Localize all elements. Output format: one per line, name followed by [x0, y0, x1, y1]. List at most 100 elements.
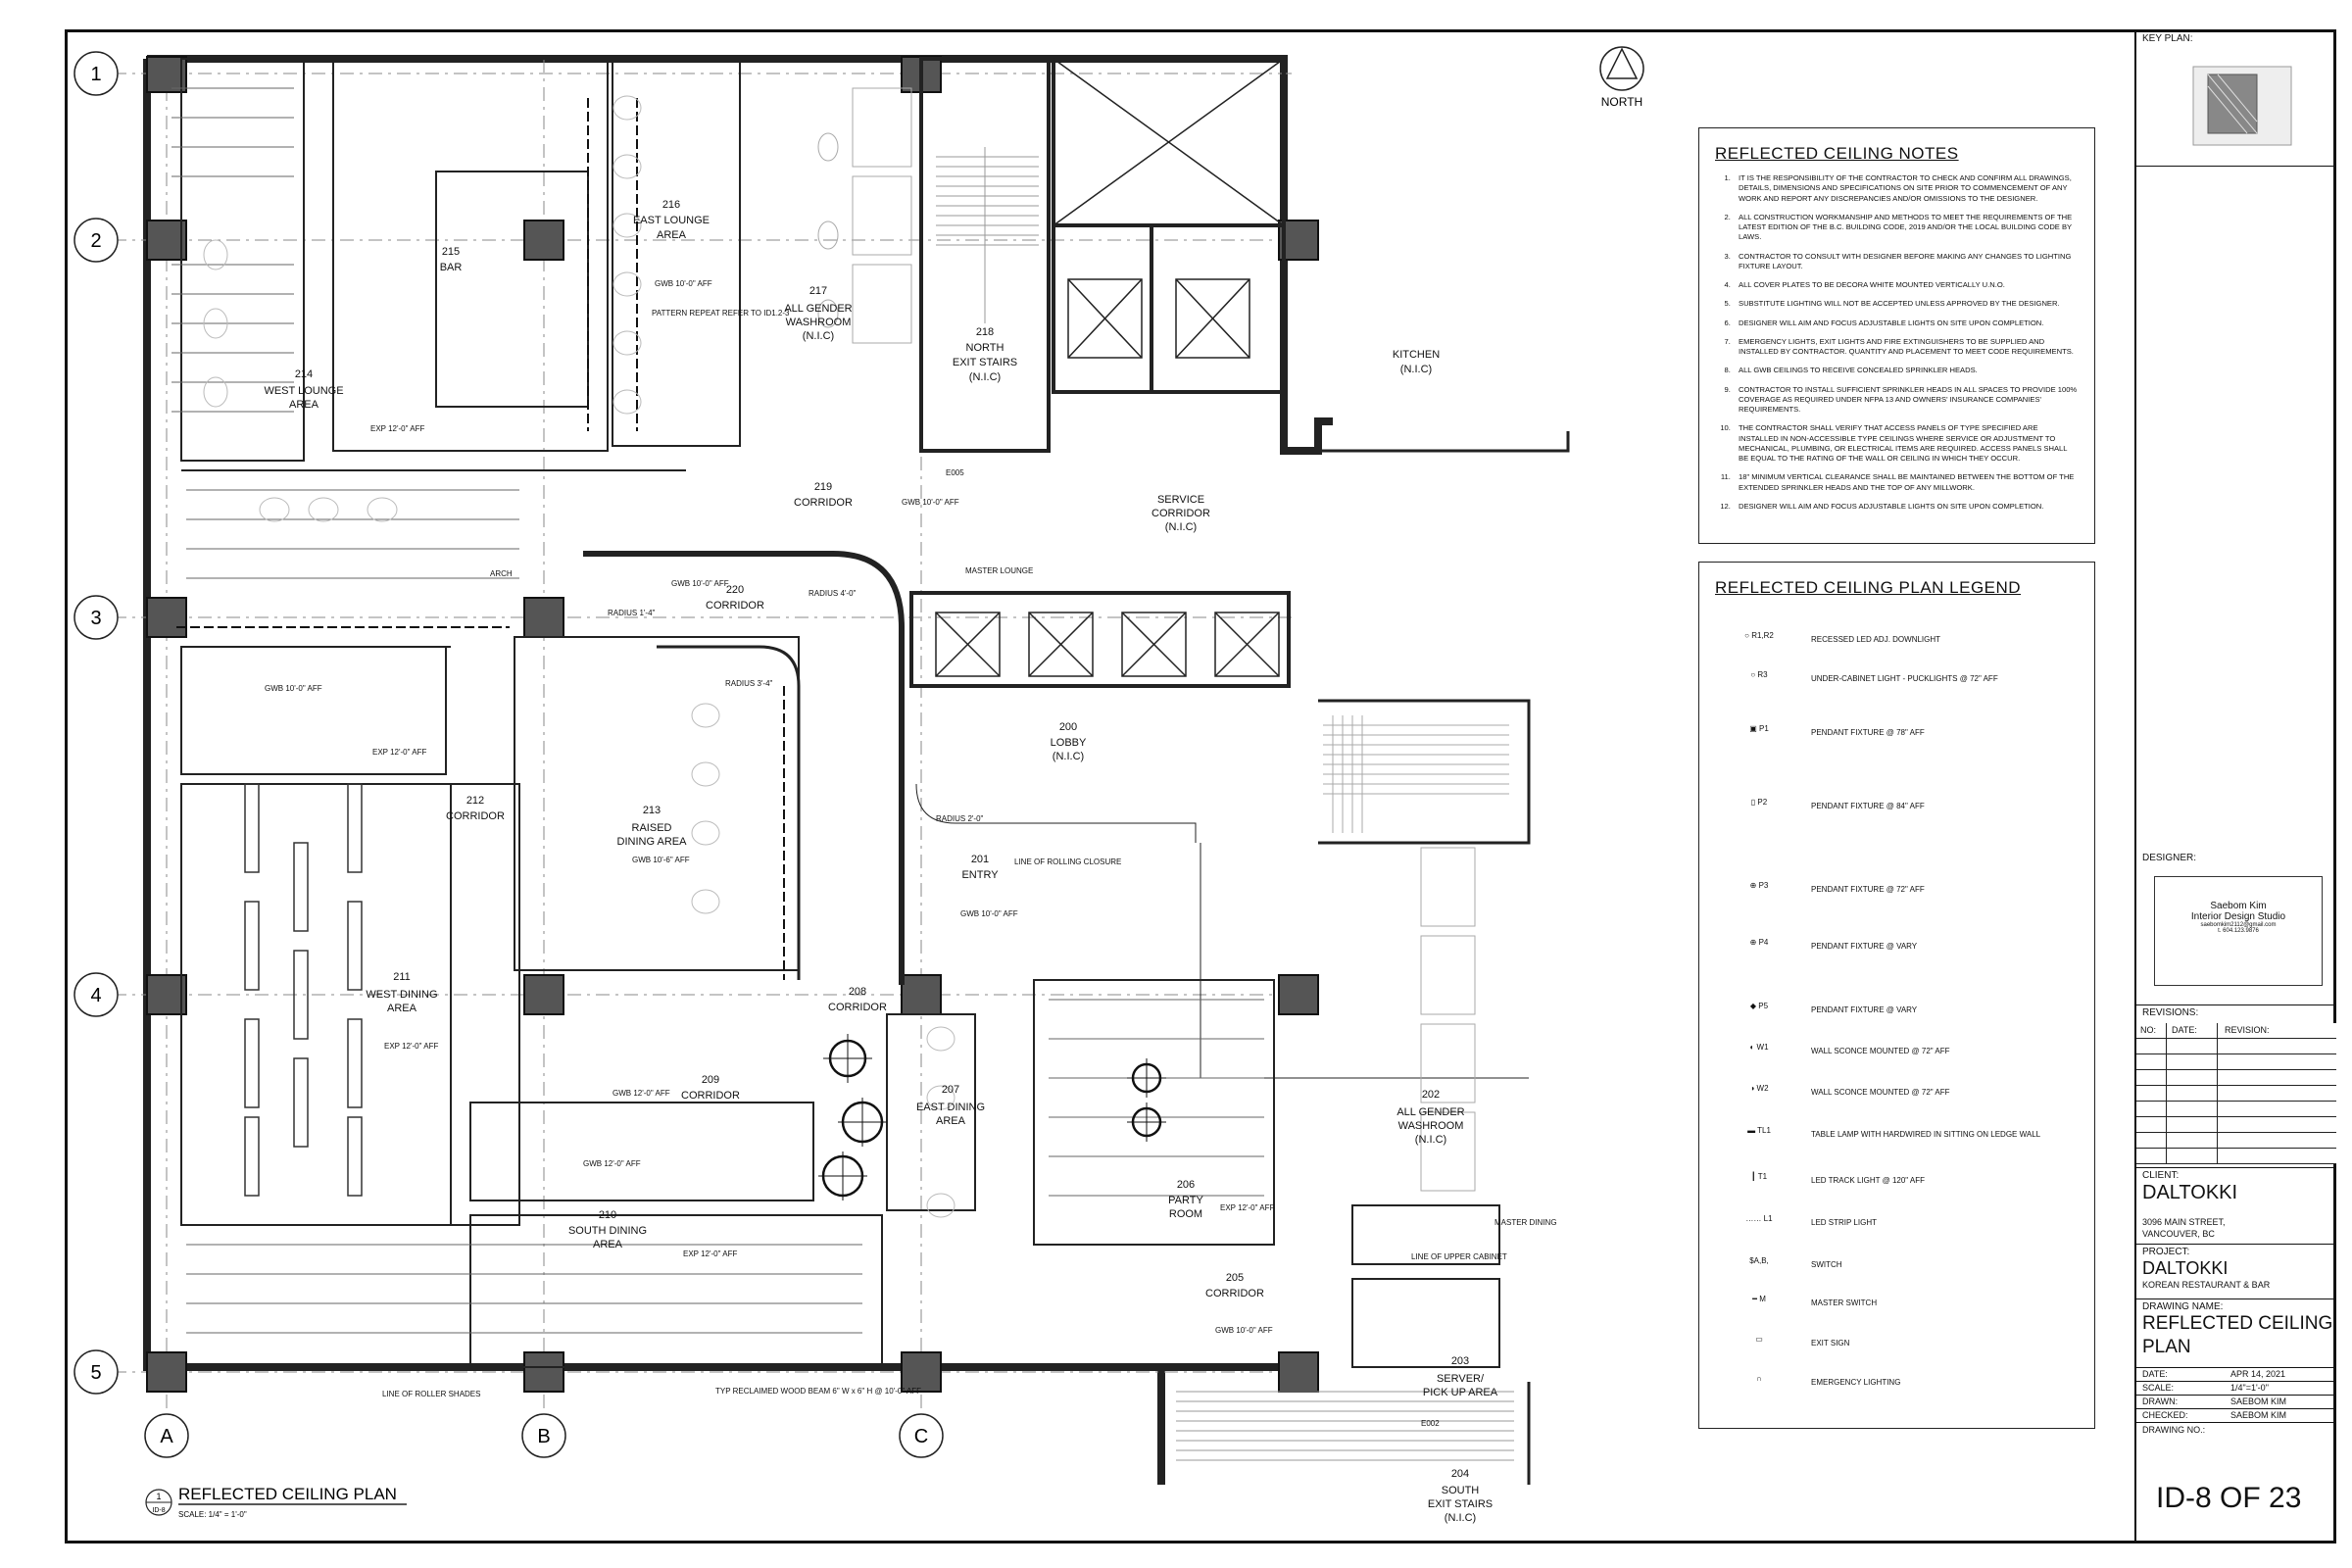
legend-row-emergency: ∩EMERGENCY LIGHTING: [1719, 1374, 2084, 1394]
designer-studio: Interior Design Studio: [2190, 911, 2286, 922]
drawing-number-section: DRAWING NO.: ID-8 OF 23: [2136, 1423, 2336, 1541]
rev-col-no: NO:: [2140, 1025, 2157, 1035]
key-plan-diagram: [2192, 66, 2292, 146]
track-light-icon: ┃ T1: [1750, 1172, 1768, 1181]
room-215-num: 215: [442, 246, 460, 258]
emergency-light-icon: ∩: [1756, 1374, 1762, 1383]
drawn-value: SAEBOM KIM: [2230, 1396, 2287, 1406]
grid-col-c: C: [914, 1426, 928, 1447]
pendant-p2-icon: ▯ P2: [1750, 798, 1768, 807]
label-gwb-213: GWB 10'-6" AFF: [632, 856, 690, 864]
label-pattern-repeat: PATTERN REPEAT REFER TO ID1.2-3: [652, 309, 790, 318]
room-218-name: NORTH: [966, 342, 1004, 354]
project-section: PROJECT: DALTOKKI KOREAN RESTAURANT & BA…: [2136, 1245, 2336, 1299]
designer-section: DESIGNER: Saebom Kim Interior Design Stu…: [2136, 849, 2336, 1005]
room-207-name2: AREA: [936, 1115, 966, 1127]
label-arch: ARCH: [490, 569, 513, 578]
north-label: NORTH: [1601, 95, 1642, 109]
plan-ref-sheet: ID-8: [152, 1507, 165, 1514]
revisions-section: REVISIONS: NO: DATE: REVISION:: [2136, 1005, 2336, 1168]
room-207-num: 207: [942, 1084, 959, 1096]
label-master-lounge: MASTER LOUNGE: [965, 566, 1033, 575]
room-202-name2: WASHROOM: [1398, 1120, 1464, 1132]
project-subtitle: KOREAN RESTAURANT & BAR: [2142, 1280, 2271, 1290]
room-212-num: 212: [466, 795, 484, 807]
rev-col-revision: REVISION:: [2225, 1025, 2270, 1035]
scale-row: SCALE: 1/4"=1'-0": [2136, 1382, 2336, 1396]
note-4: ALL COVER PLATES TO BE DECORA WHITE MOUN…: [1733, 280, 2079, 290]
room-213-name2: DINING AREA: [617, 836, 688, 848]
room-205-num: 205: [1226, 1272, 1244, 1284]
wall-sconce-w2-icon: ◑ W2: [1749, 1084, 1769, 1093]
drawing-name-label: DRAWING NAME:: [2142, 1301, 2224, 1312]
led-strip-lines: [176, 98, 785, 980]
lobby-radius-line: [915, 783, 1197, 843]
pendant-p3-icon: ⊕ P3: [1749, 881, 1769, 890]
drawing-name-line2: PLAN: [2142, 1337, 2191, 1357]
room-216-name2: AREA: [657, 229, 687, 241]
room-216-num: 216: [662, 199, 680, 211]
grid-bubble-labels: 1 2 3 4 5 A B C: [90, 64, 928, 1447]
room-217-name: ALL GENDER: [784, 303, 852, 315]
note-3: CONTRACTOR TO CONSULT WITH DESIGNER BEFO…: [1733, 252, 2079, 272]
key-plan-section: KEY PLAN:: [2136, 29, 2336, 167]
note-6: DESIGNER WILL AIM AND FOCUS ADJUSTABLE L…: [1733, 318, 2079, 328]
label-gwb-bar: GWB 10'-0" AFF: [655, 279, 712, 288]
key-plan-label: KEY PLAN:: [2142, 33, 2193, 44]
label-exp-west: EXP 12'-0" AFF: [372, 748, 426, 757]
master-switch-icon: ━ M: [1752, 1295, 1766, 1303]
label-exp-214: EXP 12'-0" AFF: [370, 424, 424, 433]
lobby-elevators: [909, 591, 1291, 688]
label-gwb-west: GWB 10'-0" AFF: [265, 684, 322, 693]
designer-name: Saebom Kim: [2210, 901, 2267, 911]
room-210-name: SOUTH DINING: [568, 1225, 647, 1237]
designer-stamp: Saebom Kim Interior Design Studio saebom…: [2154, 876, 2323, 986]
room-211-num: 211: [393, 971, 411, 983]
drawing-sheet-border: [65, 29, 2336, 1544]
plan-annotations: ARCH RADIUS 1'-4" RADIUS 4'-0" RADIUS 3'…: [265, 279, 1557, 1428]
room-218-name2: EXIT STAIRS: [953, 357, 1017, 368]
drawing-name-line1: REFLECTED CEILING: [2142, 1313, 2333, 1334]
room-212-name: CORRIDOR: [446, 810, 505, 822]
grid-row-4: 4: [90, 985, 101, 1006]
room-204-name3: (N.I.C): [1445, 1512, 1476, 1524]
room-219-name: CORRIDOR: [794, 497, 853, 509]
label-exp-210: EXP 12'-0" AFF: [683, 1250, 737, 1258]
room-200-name: LOBBY: [1051, 737, 1087, 749]
note-9: CONTRACTOR TO INSTALL SUFFICIENT SPRINKL…: [1733, 385, 2079, 416]
room-service-name2: CORRIDOR: [1152, 508, 1210, 519]
checked-row: CHECKED: SAEBOM KIM: [2136, 1409, 2336, 1423]
grid-bubbles: [74, 51, 944, 1458]
plan-ref-num: 1: [156, 1492, 161, 1501]
legend-row-exit-sign: ▭EXIT SIGN: [1719, 1335, 2084, 1354]
room-203-num: 203: [1451, 1355, 1469, 1367]
room-203-name2: PICK UP AREA: [1423, 1387, 1498, 1398]
room-200-num: 200: [1059, 721, 1077, 733]
label-exp-211: EXP 12'-0" AFF: [384, 1042, 438, 1051]
project-label: PROJECT:: [2142, 1247, 2190, 1257]
grid-row-5: 5: [90, 1362, 101, 1384]
room-217-num: 217: [809, 285, 827, 297]
designer-email: saebomkim2112@gmail.com: [2200, 922, 2277, 928]
label-roller-shades: LINE OF ROLLER SHADES: [382, 1390, 480, 1398]
room-208-name: CORRIDOR: [828, 1002, 887, 1013]
raised-dining-curve: [657, 645, 801, 980]
note-2: ALL CONSTRUCTION WORKMANSHIP AND METHODS…: [1733, 213, 2079, 243]
room-service-name3: (N.I.C): [1165, 521, 1197, 533]
drawing-number: ID-8 OF 23: [2156, 1482, 2302, 1514]
room-kitchen-name: KITCHEN: [1393, 349, 1440, 361]
client-address-2: VANCOUVER, BC: [2142, 1229, 2215, 1239]
label-wood-beam: TYP RECLAIMED WOOD BEAM 6" W x 6" H @ 10…: [715, 1387, 921, 1396]
grid-col-b: B: [537, 1426, 550, 1447]
notes-title: REFLECTED CEILING NOTES: [1715, 144, 1959, 163]
room-201-num: 201: [971, 854, 989, 865]
legend-row-switch: $A,B,SWITCH: [1719, 1256, 2084, 1276]
east-stair-treads: [1323, 715, 1509, 833]
label-radius-3-4: RADIUS 3'-4": [725, 679, 773, 688]
